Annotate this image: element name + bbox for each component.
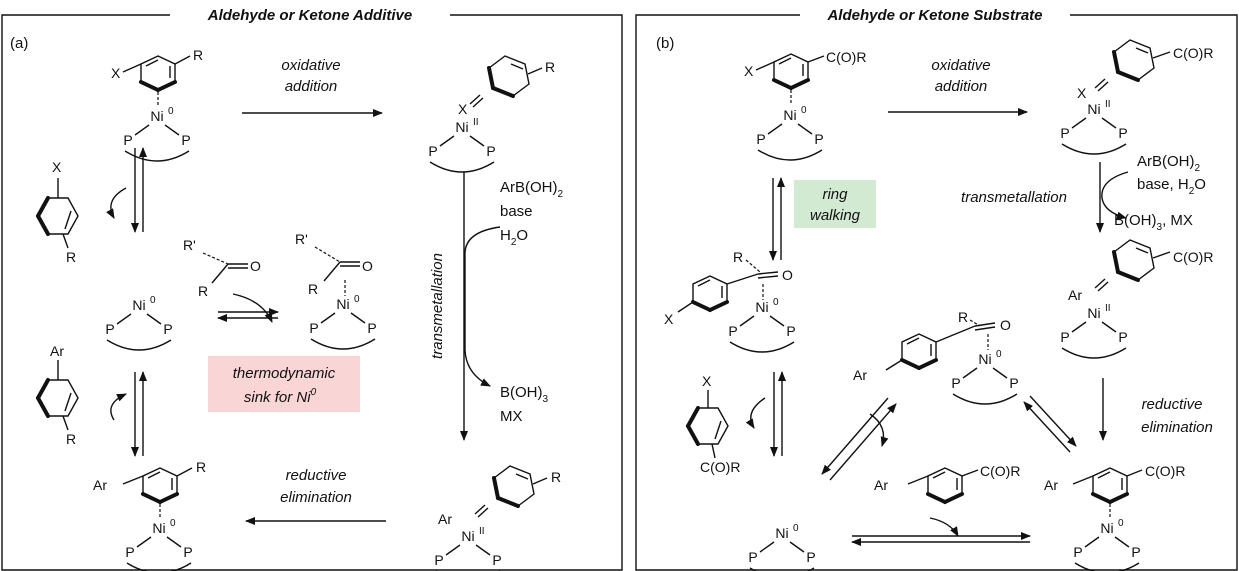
svg-text:R: R xyxy=(66,249,76,265)
svg-text:R: R xyxy=(198,283,208,299)
ni2-aryl-carbonyl-complex: C(O)R Ar xyxy=(1059,238,1213,359)
equilibrium-arrows-b-bottom xyxy=(851,517,1031,546)
ring-walking-highlight xyxy=(794,180,876,228)
svg-text:MX: MX xyxy=(500,408,523,425)
svg-text:transmetallation: transmetallation xyxy=(961,189,1067,206)
svg-text:O: O xyxy=(362,258,373,274)
svg-text:X: X xyxy=(702,373,712,389)
svg-text:R: R xyxy=(193,47,203,63)
svg-text:oxidative: oxidative xyxy=(931,57,990,74)
svg-text:base, H2O: base, H2O xyxy=(1137,176,1206,197)
svg-text:base: base xyxy=(500,203,533,220)
thermodynamic-sink-highlight xyxy=(208,356,360,412)
svg-text:Ar: Ar xyxy=(1068,287,1082,303)
panel-b-frame xyxy=(635,14,1238,571)
panel-a-frame xyxy=(1,14,623,571)
svg-text:R: R xyxy=(196,459,206,475)
svg-text:R': R' xyxy=(183,237,196,253)
svg-text:Ar: Ar xyxy=(50,343,64,359)
svg-text:C(O)R: C(O)R xyxy=(1173,45,1213,61)
svg-text:R: R xyxy=(551,469,561,485)
product-ni0-complex: Ar C(O)R xyxy=(1044,463,1185,571)
free-biaryl: Ar R xyxy=(36,343,80,447)
svg-text:X: X xyxy=(664,311,674,327)
svg-text:H2O: H2O xyxy=(500,227,528,248)
carbonyl-additive: R' R O xyxy=(183,237,261,299)
panel-b-letter: (b) xyxy=(656,35,674,52)
equilibrium-arrows-diagonal-left xyxy=(821,397,897,481)
svg-text:R: R xyxy=(308,281,318,297)
svg-text:addition: addition xyxy=(285,78,338,95)
svg-text:O: O xyxy=(1000,317,1011,333)
ni2-carbonyl-arene-complex: C(O)R X xyxy=(1059,38,1213,155)
equilibrium-arrows-b-left xyxy=(745,371,786,457)
svg-text:Ar: Ar xyxy=(438,511,452,527)
svg-text:X: X xyxy=(111,65,121,81)
svg-text:C(O)R: C(O)R xyxy=(826,49,866,65)
equilibrium-arrows-upper-left xyxy=(106,147,147,233)
ring-walked-carbonyl-ni0-complex: X R O xyxy=(664,249,797,353)
free-ni0-b xyxy=(747,522,817,571)
free-biaryl-carbonyl: Ar C(O)R xyxy=(874,463,1020,504)
svg-text:addition: addition xyxy=(935,78,988,95)
transmetallation-curved-arrow xyxy=(464,226,501,387)
svg-text:Ar: Ar xyxy=(93,477,107,493)
svg-text:X: X xyxy=(52,159,62,175)
svg-text:oxidative: oxidative xyxy=(281,57,340,74)
panel-a-letter: (a) xyxy=(10,35,28,52)
svg-text:O: O xyxy=(250,258,261,274)
svg-text:X: X xyxy=(458,101,468,117)
free-aryl-halide: X R xyxy=(36,159,80,265)
halo-carbonyl-arene-ni0-complex: X C(O)R xyxy=(744,49,866,161)
svg-text:transmetallation: transmetallation xyxy=(429,253,446,359)
svg-text:thermodynamic: thermodynamic xyxy=(233,365,336,382)
svg-text:C(O)R: C(O)R xyxy=(700,459,740,475)
equilibrium-arrows-carbonyl xyxy=(217,293,279,323)
svg-text:B(OH)3: B(OH)3 xyxy=(500,384,549,405)
svg-text:X: X xyxy=(744,63,754,79)
panel-a: Aldehyde or Ketone Additive (a) X R oxid… xyxy=(1,7,623,571)
svg-text:Ar: Ar xyxy=(853,367,867,383)
svg-text:R: R xyxy=(66,431,76,447)
free-ni0 xyxy=(104,294,174,351)
free-halo-carbonyl-arene: X C(O)R xyxy=(686,373,740,475)
svg-text:Ar: Ar xyxy=(1044,477,1058,493)
panel-b-title: Aldehyde or Ketone Substrate xyxy=(826,7,1042,24)
equilibrium-arrows-lower-left xyxy=(110,371,147,457)
svg-text:elimination: elimination xyxy=(1141,419,1213,436)
svg-text:X: X xyxy=(1077,85,1087,101)
svg-text:reductive: reductive xyxy=(286,467,347,484)
svg-text:C(O)R: C(O)R xyxy=(1173,249,1213,265)
svg-text:B(OH)3, MX: B(OH)3, MX xyxy=(1114,212,1193,233)
svg-text:ArB(OH)2: ArB(OH)2 xyxy=(1137,153,1201,174)
svg-text:C(O)R: C(O)R xyxy=(1145,463,1185,479)
svg-text:elimination: elimination xyxy=(280,489,352,506)
svg-text:walking: walking xyxy=(810,207,861,224)
svg-text:R: R xyxy=(958,309,968,325)
svg-text:sink for Ni0: sink for Ni0 xyxy=(244,387,317,406)
svg-text:ring: ring xyxy=(822,186,848,203)
svg-text:R: R xyxy=(545,59,555,75)
carbonyl-ni0-complex: R' R O xyxy=(295,231,378,350)
panel-a-title: Aldehyde or Ketone Additive xyxy=(207,7,412,24)
ni2-diaryl-complex: R Ar xyxy=(433,464,561,571)
ni2-aryl-halide-complex: R X xyxy=(427,54,555,173)
svg-text:C(O)R: C(O)R xyxy=(980,463,1020,479)
equilibrium-arrows-diagonal-right xyxy=(1023,395,1077,453)
biaryl-ni0-complex: Ar R xyxy=(93,459,206,571)
biaryl-carbonyl-ni0-complex: Ar R O xyxy=(853,309,1020,405)
svg-text:R': R' xyxy=(295,231,308,247)
svg-text:R: R xyxy=(733,249,743,265)
svg-text:Ar: Ar xyxy=(874,477,888,493)
svg-text:ArB(OH)2: ArB(OH)2 xyxy=(500,179,564,200)
svg-text:O: O xyxy=(782,267,793,283)
panel-b: Aldehyde or Ketone Substrate (b) X C(O)R… xyxy=(635,7,1238,571)
svg-text:reductive: reductive xyxy=(1142,396,1203,413)
aryl-halide-ni0-complex: X R xyxy=(111,47,203,162)
